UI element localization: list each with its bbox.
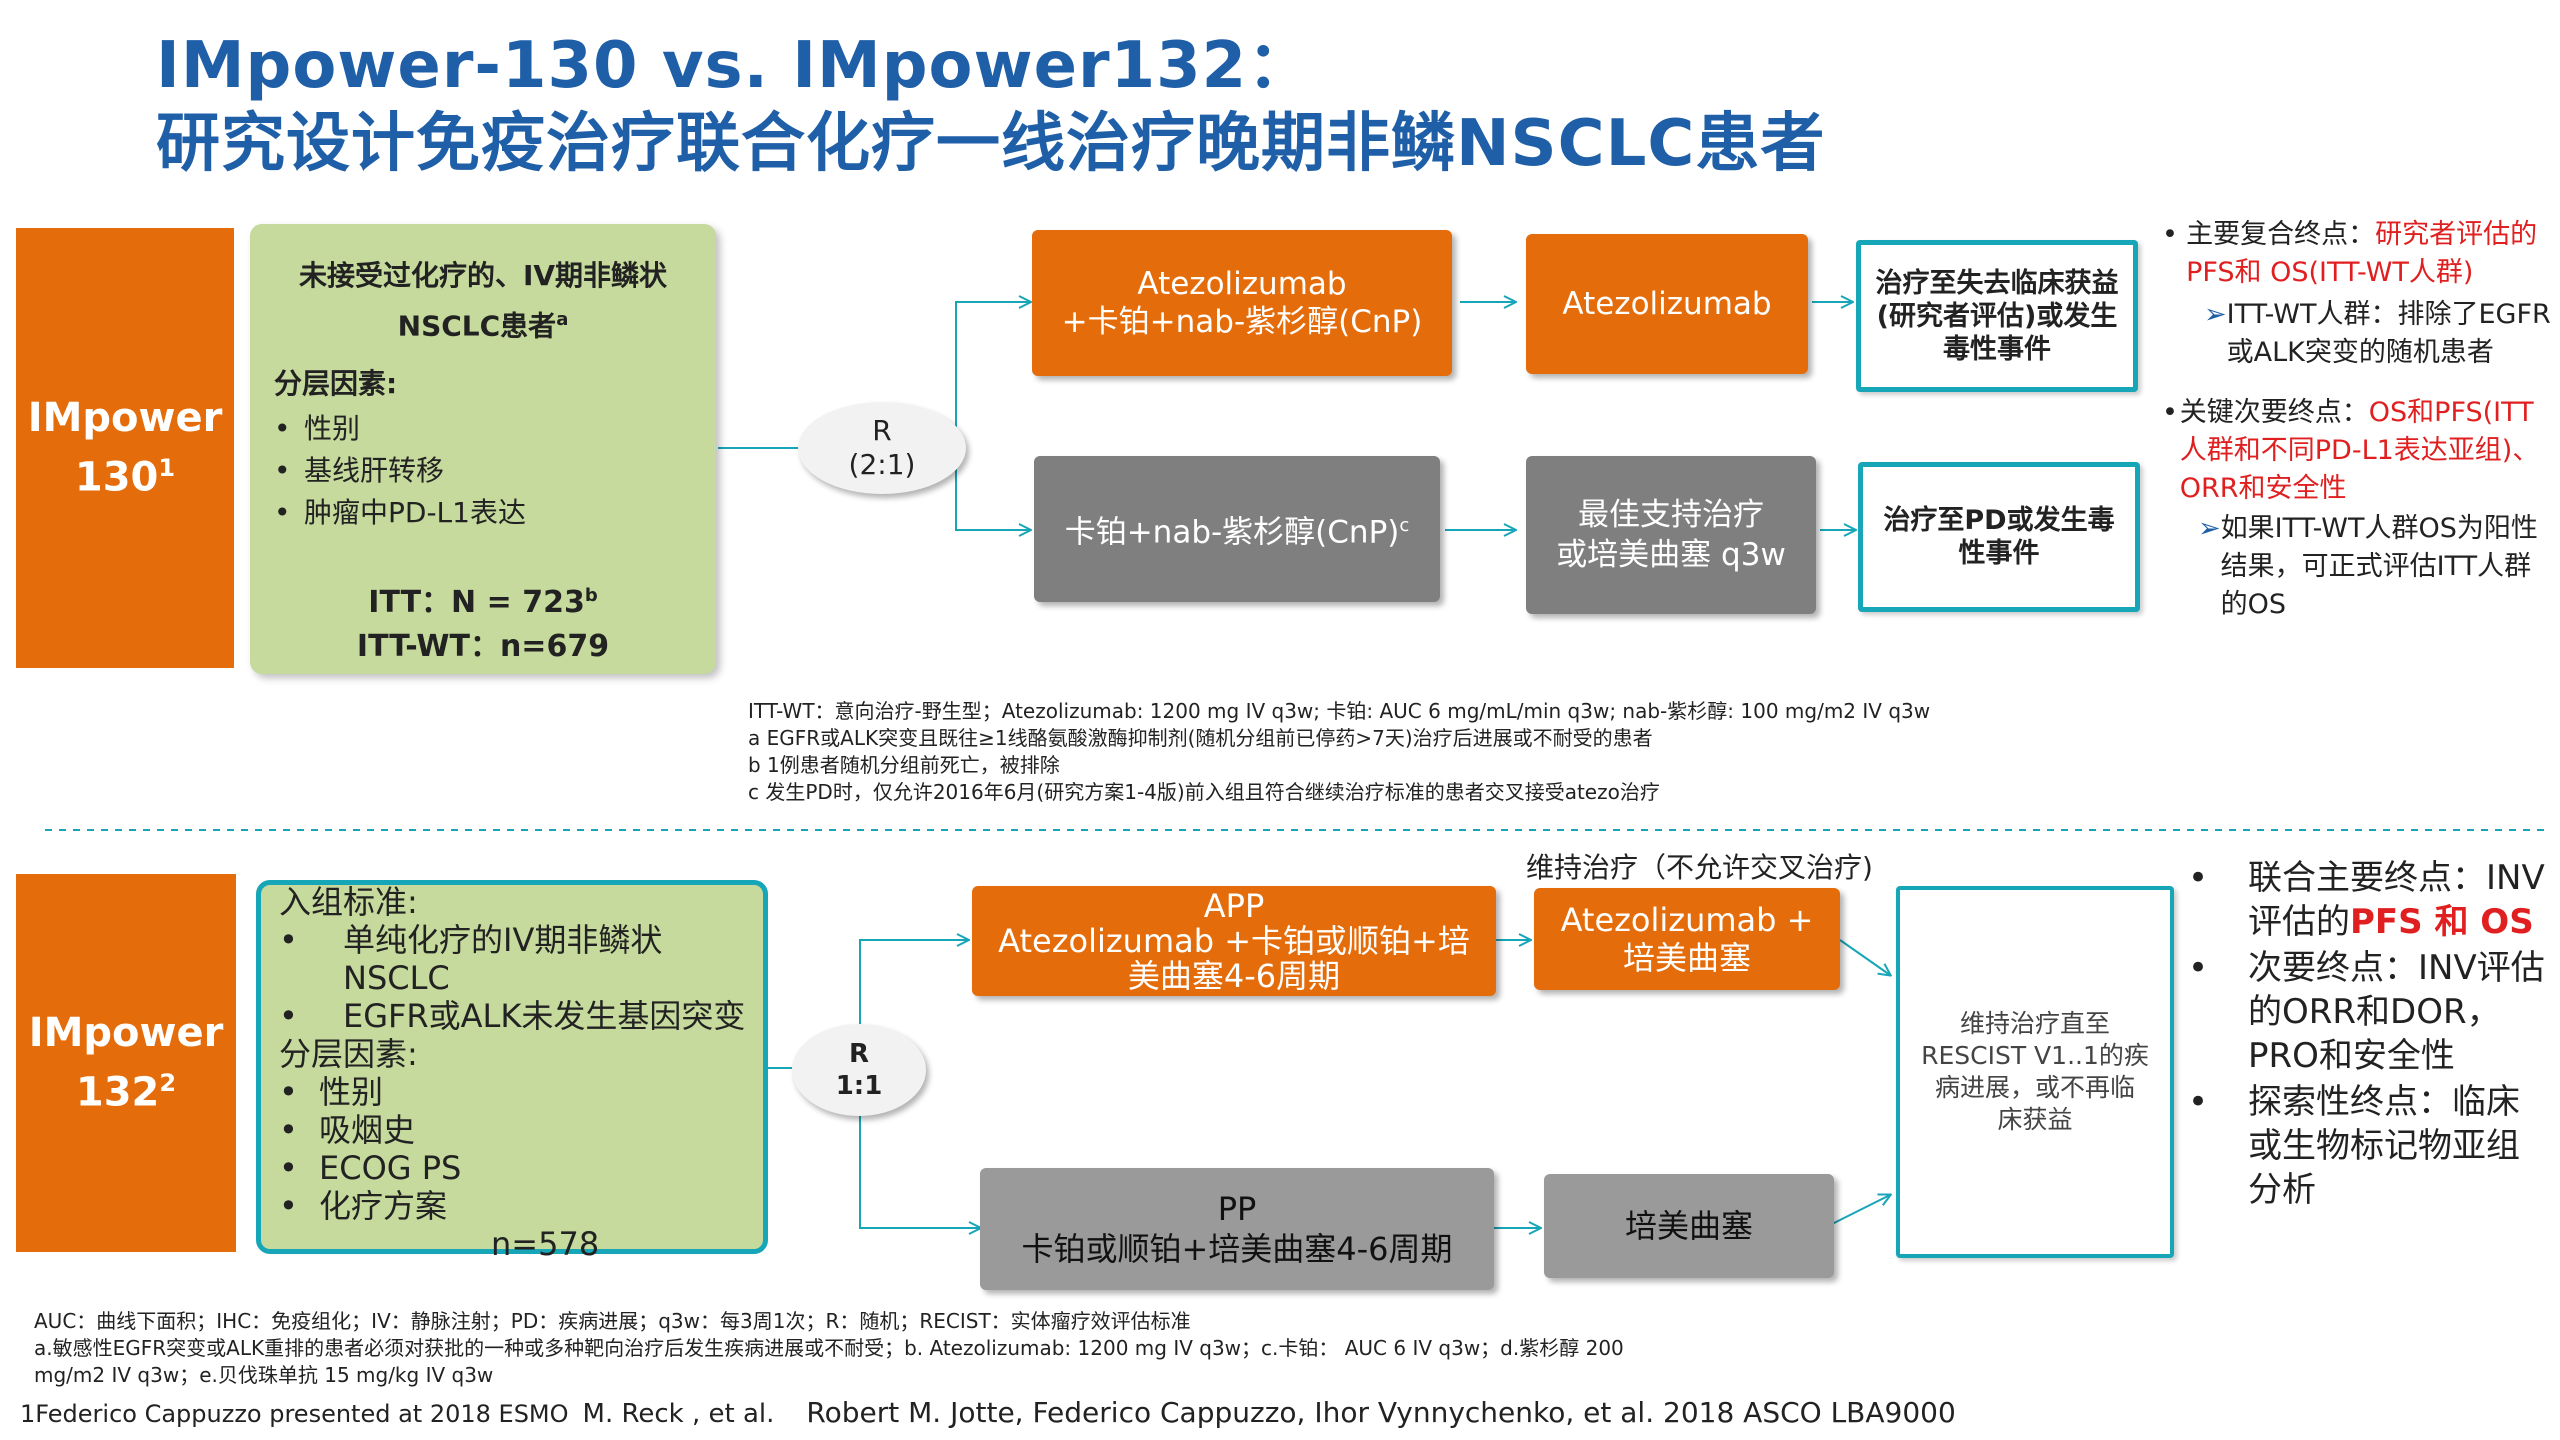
connector-app-maint-to-end — [1839, 939, 1890, 975]
secondary-endpoint: • 关键次要终点：OS和PFS(ITT人群和不同PD-L1表达亚组)、ORR和安… — [2162, 397, 2540, 504]
arm-a-endpoint-box: 治疗至失去临床获益 (研究者评估)或发生 毒性事件 — [1856, 240, 2138, 392]
footnote: ITT-WT：意向治疗-野生型；Atezolizumab: 1200 mg IV… — [748, 699, 1931, 723]
strat-item: •肿瘤中PD-L1表达 — [274, 496, 526, 530]
reference-2: M. Reck , et al. — [582, 1399, 775, 1429]
footnote: AUC：曲线下面积；IHC：免疫组化；IV：静脉注射；PD：疾病进展；q3w：每… — [34, 1309, 1191, 1333]
strat-title: 分层因素: — [274, 367, 398, 401]
strat-item: •化疗方案 — [279, 1187, 448, 1225]
footnote: a EGFR或ALK突变且既往≥1线酪氨酸激酶抑制剂(随机分组前已停药>7天)治… — [748, 726, 1653, 750]
strat-item: •基线肝转移 — [274, 454, 445, 488]
arm-app-maintenance: Atezolizumab + 培美曲塞 — [1534, 888, 1840, 990]
arm-a-maintenance: Atezolizumab — [1526, 234, 1808, 374]
references: 1Federico Cappuzzo presented at 2018 ESM… — [20, 1396, 1956, 1429]
maintenance-header: 维持治疗（不允许交叉治疗) — [1526, 851, 1873, 884]
inclusion-title: 入组标准: — [279, 883, 418, 921]
connector-pp-maint-to-end — [1829, 1195, 1890, 1226]
connector-random-to-arm-b — [955, 448, 1030, 530]
page-title-line1: IMpower-130 vs. IMpower132： — [156, 29, 1313, 103]
trial-tag-impower130: IMpower 1301 — [16, 228, 234, 668]
strat-item: •ECOG PS — [279, 1149, 462, 1187]
endpoints-130: • 主要复合终点：研究者评估的PFS和 OS(ITT-WT人群) ➢ ITT-W… — [2162, 216, 2552, 624]
exploratory-endpoint-132: • 探索性终点：临床或生物标记物亚组分析 — [2188, 1082, 2520, 1210]
connector-random132-to-pp — [859, 1068, 980, 1228]
secondary-endpoint-sub: ➢ 如果ITT-WT人群OS为阳性结果，可正式评估ITT人群的OS — [2198, 513, 2538, 620]
population-box-130: 未接受过化疗的、IV期非鳞状 NSCLC患者a 分层因素: •性别 •基线肝转移… — [250, 224, 716, 674]
arm-b-cnp: 卡铂+nab-紫杉醇(CnP)c — [1034, 456, 1440, 602]
footnote: mg/m2 IV q3w；e.贝伐珠单抗 15 mg/kg IV q3w — [34, 1363, 494, 1387]
population-box-132: 入组标准: •单纯化疗的IV期非鳞状NSCLC •EGFR或ALK未发生基因突变… — [256, 880, 768, 1263]
arm-app: APP Atezolizumab +卡铂或顺铂+培 美曲塞4-6周期 — [972, 886, 1496, 996]
arm-pp-maintenance: 培美曲塞 — [1544, 1174, 1834, 1278]
trial-tag-number: 1322 — [75, 1069, 177, 1116]
footnote: b 1例患者随机分组前死亡，被排除 — [748, 753, 1060, 777]
inclusion-item: •单纯化疗的IV期非鳞状NSCLC — [279, 921, 663, 997]
trial-tag-name: IMpower — [28, 1010, 224, 1057]
strat-item: •性别 — [279, 1073, 384, 1111]
primary-endpoint-sub: ➢ ITT-WT人群：排除了EGFR或ALK突变的随机患者 — [2204, 299, 2551, 368]
arm-a-atezo-cnp: Atezolizumab +卡铂+nab-紫杉醇(CnP) — [1032, 230, 1452, 376]
endpoint-box-132: 维持治疗直至 RESCIST V1..1的疾 病进展，或不再临 床获益 — [1896, 886, 2174, 1258]
itt-counts: ITT：N = 723b ITT-WT：n=679 — [356, 585, 610, 665]
connector-random-to-arm-a — [955, 302, 1030, 448]
inclusion-item: •EGFR或ALK未发生基因突变 — [279, 997, 746, 1035]
trial-tag-impower132: IMpower 1322 — [16, 874, 236, 1252]
population-description: 未接受过化疗的、IV期非鳞状 NSCLC患者a — [298, 259, 668, 343]
reference-3: Robert M. Jotte, Federico Cappuzzo, Ihor… — [806, 1396, 1956, 1429]
secondary-endpoint-132: • 次要终点：INV评估的ORR和DOR，PRO和安全性 — [2188, 948, 2545, 1076]
footnote: a.敏感性EGFR突变或ALK重排的患者必须对获批的一种或多种靶向治疗后发生疾病… — [34, 1336, 1624, 1360]
strat-item: •吸烟史 — [279, 1111, 416, 1149]
footnote: c 发生PD时，仅允许2016年6月(研究方案1-4版)前入组且符合继续治疗标准… — [748, 780, 1660, 804]
primary-endpoint-132: • 联合主要终点：INV评估的PFS 和 OS — [2188, 858, 2545, 942]
primary-endpoint: • 主要复合终点：研究者评估的PFS和 OS(ITT-WT人群) — [2162, 219, 2538, 288]
footnotes-130: ITT-WT：意向治疗-野生型；Atezolizumab: 1200 mg IV… — [748, 698, 1930, 806]
randomization-node-130: R (2:1) — [798, 402, 966, 494]
page-title-line2: 研究设计免疫治疗联合化疗一线治疗晚期非鳞NSCLC患者 — [156, 107, 1826, 181]
trial-tag-number: 1301 — [74, 454, 176, 501]
arm-pp: PP 卡铂或顺铂+培美曲塞4-6周期 — [980, 1168, 1494, 1290]
sample-size: n=578 — [491, 1225, 600, 1263]
footnotes-132: AUC：曲线下面积；IHC：免疫组化；IV：静脉注射；PD：疾病进展；q3w：每… — [34, 1308, 1624, 1389]
arm-b-maintenance: 最佳支持治疗 或培美曲塞 q3w — [1526, 456, 1816, 614]
reference-1: 1Federico Cappuzzo presented at 2018 ESM… — [20, 1400, 569, 1428]
strat-title-132: 分层因素: — [279, 1035, 418, 1073]
endpoints-132: • 联合主要终点：INV评估的PFS 和 OS • 次要终点：INV评估的ORR… — [2188, 856, 2556, 1212]
trial-tag-name: IMpower — [27, 395, 223, 442]
strat-list: •性别 •基线肝转移 •肿瘤中PD-L1表达 — [274, 408, 716, 534]
strat-item: •性别 — [274, 412, 361, 446]
arm-b-endpoint-box: 治疗至PD或发生毒 性事件 — [1858, 462, 2140, 612]
randomization-node-132: R 1:1 — [792, 1024, 926, 1116]
